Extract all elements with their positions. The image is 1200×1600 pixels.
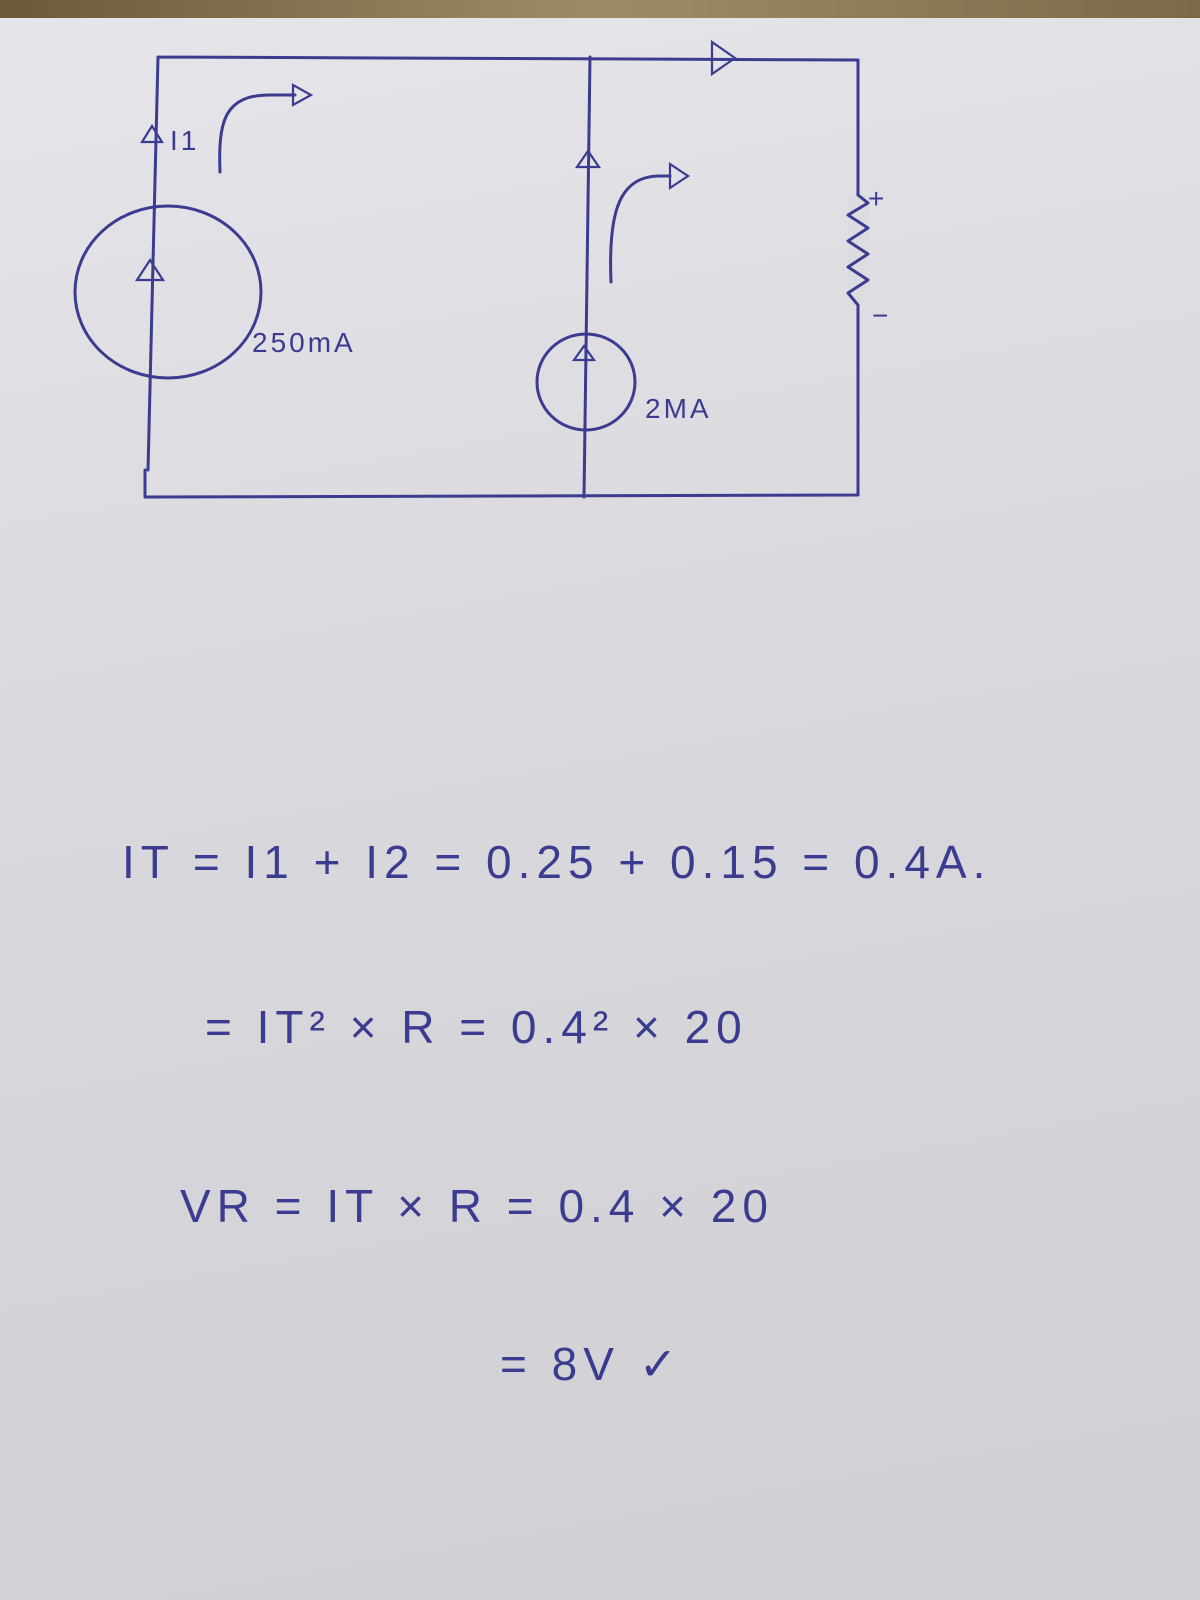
wire-middle-branch [582,55,592,499]
flow-arrow-head-1 [291,83,314,107]
photo-top-edge [0,0,1200,18]
source1-value: 250mA [252,327,356,358]
resistor-minus-label: − [872,300,891,331]
equation-power: = IT² × R = 0.4² × 20 [205,1001,748,1053]
current-source-2 [535,332,637,432]
branch2-arrow-icon [574,149,602,169]
resistor-plus-label: + [868,183,887,214]
source2-arrow-icon [571,344,597,362]
equation-result: = 8V ✓ [500,1338,683,1390]
flow-arrow-head-2 [668,161,690,191]
source1-arrow-icon [134,257,166,282]
branch-current-label: I1 [170,125,199,156]
current-flow-arrow-1 [218,93,297,174]
current-source-1 [73,204,263,380]
current-arrow-top [710,39,737,77]
source2-value: 2MA [645,393,712,424]
equation-voltage: VR = IT × R = 0.4 × 20 [180,1180,774,1232]
branch1-arrow-icon [140,123,164,144]
equation-total-current: IT = I1 + I2 = 0.25 + 0.15 = 0.4A. [122,836,991,888]
current-flow-arrow-2 [609,174,672,284]
wire-loop [143,55,860,499]
resistor-icon [846,193,870,307]
